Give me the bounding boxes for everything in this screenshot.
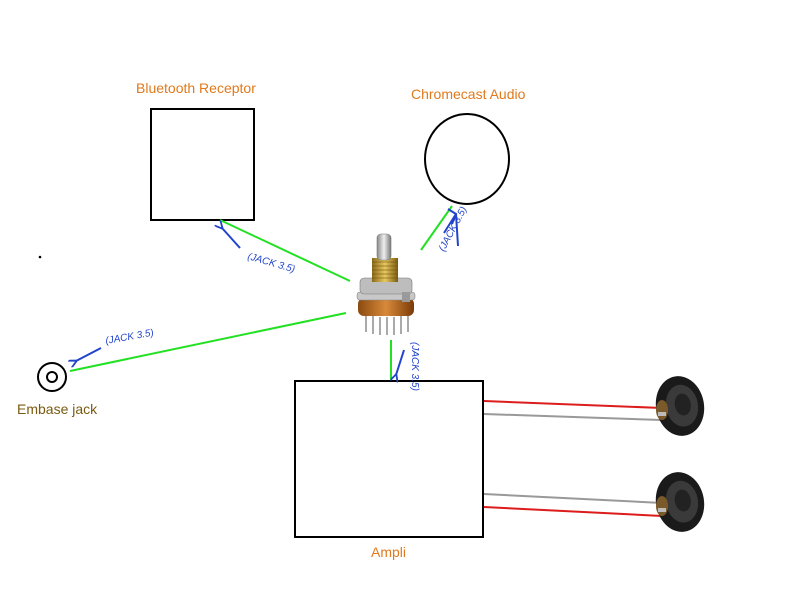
chromecast-jack-arrow [443,208,459,247]
embase-jack-label: (JACK 3.5) [105,328,155,347]
speaker1-wire-red [483,400,663,409]
chromecast-audio-label: Chromecast Audio [411,86,526,102]
ampli-jack-arrow [396,349,405,375]
chromecast-audio-circle [424,113,510,205]
wire-embase-to-selector [69,312,347,372]
wire-bluetooth-to-selector [219,219,351,282]
ampli-jack-label: (JACK 3.5) [409,342,420,391]
wire-chromecast-to-selector [420,205,453,251]
stray-dot [38,255,42,259]
bluetooth-receptor-label: Bluetooth Receptor [136,80,256,96]
speaker2-wire-grey [483,493,663,504]
embase-jack-label-text: Embase jack [17,401,98,417]
bluetooth-jack-arrow [222,228,241,249]
speaker1-wire-grey [483,413,663,421]
embase-jack-arrow [76,347,102,361]
ampli-box [294,380,484,538]
bluetooth-receptor-box [150,108,255,221]
speaker-icon [655,376,705,436]
rotary-selector-switch-icon [356,233,416,335]
ampli-label: Ampli [371,544,407,560]
speaker-icon [655,472,705,532]
bluetooth-jack-label: (JACK 3.5) [246,251,296,275]
embase-jack-icon [37,362,67,392]
speaker2-wire-red [483,506,663,517]
